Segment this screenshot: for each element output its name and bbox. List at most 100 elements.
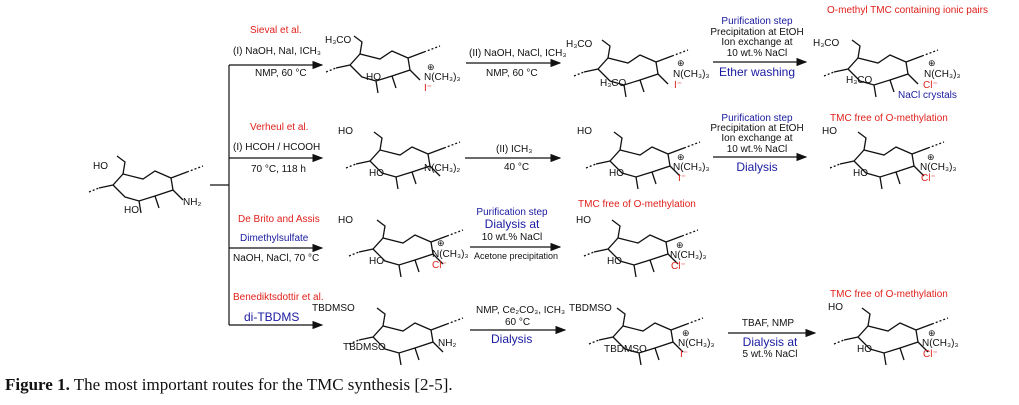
route4-mol2-amine: N(CH₃)₃ — [678, 338, 714, 349]
route1-purif-method: Ether washing — [719, 65, 795, 79]
route2-purif-line3: 10 wt.% NaCl — [727, 144, 788, 155]
route4-mol2-charge: ⊕ — [682, 328, 690, 338]
route1-purif-title: Purification step — [721, 16, 793, 27]
route2-mol1-bottom-label: HO — [369, 168, 384, 179]
route1-mol3-charge: ⊕ — [928, 58, 936, 68]
route2-product-title: TMC free of O-methylation — [830, 113, 948, 124]
route4-step2-reagents: NMP, Ce₂CO₃, ICH₃ — [476, 305, 565, 316]
route1-mol1-top-label: H₃CO — [325, 35, 352, 46]
route4-step3-method: Dialysis at — [743, 335, 798, 349]
route1-purif-line2: Ion exchange at — [721, 37, 792, 48]
route2-mol2-bottom-label: HO — [609, 168, 624, 179]
route1-product-title: O-methyl TMC containing ionic pairs — [827, 5, 988, 16]
route4-mol2: TBDMSO TBDMSO ⊕ N(CH₃)₃ I⁻ — [569, 303, 714, 366]
route3-mol1-ion: Cl⁻ — [432, 260, 447, 271]
route2-mol3-bottom-label: HO — [853, 168, 868, 179]
route1-mol3-bottom-label: H₃CO — [846, 75, 873, 86]
route4-mol3-amine: N(CH₃)₃ — [922, 338, 958, 349]
route4-mol1-top-label: TBDMSO — [312, 303, 355, 314]
route3-mol1-charge: ⊕ — [437, 238, 445, 248]
route4-mol1-amine: NH₂ — [438, 338, 456, 349]
route4-mol3-bottom-label: HO — [857, 344, 872, 355]
start-molecule: HO HO NH₂ — [88, 155, 204, 216]
route4-step2-method: Dialysis — [491, 332, 532, 346]
route1-mol1-bottom-label: HO — [366, 72, 381, 83]
figure-caption: Figure 1. The most important routes for … — [5, 375, 453, 395]
route3-reagent-name: Dimethylsulfate — [240, 233, 309, 244]
route1-mol3: H₃CO H₃CO ⊕ N(CH₃)₃ Cl⁻ — [813, 38, 960, 98]
route2-mol3: HO HO ⊕ N(CH₃)₃ Cl⁻ — [822, 126, 956, 190]
route4-mol1: TBDMSO TBDMSO NH₂ — [312, 303, 464, 366]
route2-mol3-top-label: HO — [822, 126, 837, 137]
route1-step1-conditions: NMP, 60 °C — [255, 68, 307, 79]
route4-mol2-bottom-label: TBDMSO — [604, 344, 647, 355]
route1-mol3-amine: N(CH₃)₃ — [924, 69, 960, 80]
route3-mol1-bottom-label: HO — [369, 256, 384, 267]
route3-mol2-ion: Cl⁻ — [671, 261, 686, 272]
branch-bracket — [210, 60, 324, 330]
route2-mol2-ion: I⁻ — [678, 173, 686, 184]
route3-mol1-top-label: HO — [338, 215, 353, 226]
route2-mol3-ion: Cl⁻ — [921, 173, 936, 184]
route-debrito: De Brito and Assis Dimethylsulfate NaOH,… — [233, 199, 706, 278]
route1-step2-conditions: NMP, 60 °C — [486, 68, 538, 79]
route4-mol3-ion: Cl⁻ — [923, 349, 938, 360]
start-ho-label: HO — [93, 161, 108, 172]
route1-mol2-charge: ⊕ — [677, 58, 685, 68]
route3-mol2-bottom-label: HO — [607, 256, 622, 267]
route4-step3-conditions: 5 wt.% NaCl — [742, 349, 797, 360]
route4-reagent-name: di-TBDMS — [244, 310, 299, 324]
route1-step1-reagents: (I) NaOH, NaI, ICH₃ — [233, 46, 321, 57]
route4-step2-conditions: 60 °C — [505, 317, 530, 328]
route2-mol3-charge: ⊕ — [927, 152, 935, 162]
route3-mol2: HO HO ⊕ N(CH₃)₃ Cl⁻ — [576, 215, 706, 278]
start-nh2-label: NH₂ — [183, 197, 201, 208]
route2-step1-conditions: 70 °C, 118 h — [251, 164, 306, 175]
route3-purif-line1: 10 wt.% NaCl — [482, 232, 543, 243]
route1-mol1-ion: I⁻ — [424, 83, 432, 94]
synthesis-scheme: HO HO NH₂ Sieval et al. (I) NaOH, NaI, I… — [88, 5, 988, 366]
route2-purif-line1: Precipitation at EtOH — [710, 123, 803, 134]
route3-mol2-amine: N(CH₃)₃ — [670, 250, 706, 261]
route4-author: Benediktsdottir et al. — [233, 292, 324, 303]
route2-mol1-amine: N(CH₃)₂ — [424, 163, 460, 174]
route2-mol2-top-label: HO — [577, 126, 592, 137]
route1-step2-reagents: (II) NaOH, NaCl, ICH₃ — [469, 48, 566, 59]
route1-mol2-amine: N(CH₃)₃ — [673, 69, 709, 80]
route3-product-title: TMC free of O-methylation — [578, 199, 696, 210]
start-ho2-label: HO — [124, 205, 139, 216]
route-verheul: Verheul et al. (I) HCOH / HCOOH 70 °C, 1… — [233, 113, 956, 190]
route2-mol2-charge: ⊕ — [677, 152, 685, 162]
route1-mol2-top-label: H₃CO — [566, 39, 593, 50]
route2-mol1-top-label: HO — [338, 126, 353, 137]
route1-mol1-charge: ⊕ — [427, 62, 435, 72]
route4-product-title: TMC free of O-methylation — [830, 289, 948, 300]
route1-mol1-amine: N(CH₃)₃ — [424, 72, 460, 83]
route-sieval: Sieval et al. (I) NaOH, NaI, ICH₃ NMP, 6… — [233, 5, 988, 101]
route3-purif-line2: Acetone precipitation — [474, 251, 558, 261]
route1-mol2: H₃CO H₃CO ⊕ N(CH₃)₃ I⁻ — [566, 39, 709, 98]
route3-mol2-charge: ⊕ — [676, 240, 684, 250]
route1-mol2-bottom-label: H₃CO — [600, 78, 627, 89]
route4-mol1-bottom-label: TBDMSO — [343, 342, 386, 353]
route3-purif-method: Dialysis at — [485, 217, 540, 231]
route1-product-note: NaCl crystals — [898, 90, 957, 101]
route2-step2-conditions: 40 °C — [504, 162, 529, 173]
route2-purif-title: Purification step — [721, 113, 793, 124]
route2-mol3-amine: N(CH₃)₃ — [920, 162, 956, 173]
figure-caption-label: Figure 1. — [5, 375, 70, 394]
route4-mol2-ion: I⁻ — [680, 349, 688, 360]
route3-mol1-amine: N(CH₃)₃ — [432, 249, 468, 260]
route1-mol2-ion: I⁻ — [674, 80, 682, 91]
route1-author: Sieval et al. — [250, 25, 302, 36]
route2-mol1: HO HO N(CH₃)₂ — [338, 126, 461, 190]
route3-mol2-top-label: HO — [576, 215, 591, 226]
figure-caption-text: The most important routes for the TMC sy… — [69, 375, 453, 394]
route3-author: De Brito and Assis — [238, 214, 320, 225]
route4-mol3-charge: ⊕ — [928, 328, 936, 338]
route2-purif-line2: Ion exchange at — [721, 133, 792, 144]
route1-mol3-ion: Cl⁻ — [923, 80, 938, 91]
route1-purif-line1: Precipitation at EtOH — [710, 27, 803, 38]
route1-mol1: H₃CO HO ⊕ N(CH₃)₃ I⁻ — [325, 35, 460, 94]
route4-mol3-top-label: HO — [828, 302, 843, 313]
